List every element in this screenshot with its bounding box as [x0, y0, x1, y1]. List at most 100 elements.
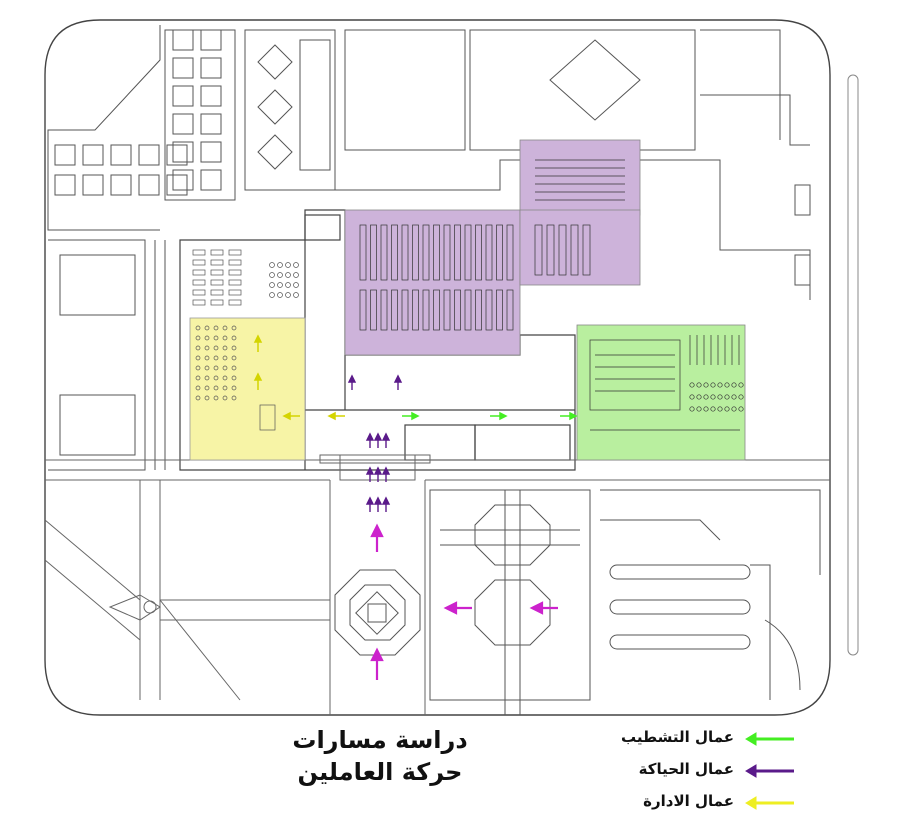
finishing-station — [703, 406, 709, 412]
column-block — [200, 57, 222, 79]
weaving-arrow — [381, 496, 391, 505]
weaving-arrow — [347, 374, 357, 383]
finishing-station — [717, 394, 723, 400]
weaving-arrow — [365, 432, 375, 441]
loom — [558, 224, 567, 276]
loom — [475, 224, 482, 281]
finishing-station — [696, 382, 702, 388]
office-seat — [213, 335, 219, 341]
zone-weaving-upper — [519, 139, 641, 216]
legend-arrow-icon — [745, 796, 794, 810]
loom — [433, 224, 440, 281]
weaving-arrow — [381, 466, 391, 475]
column-block — [200, 141, 222, 163]
finishing-station — [731, 406, 737, 412]
weaving-arrows — [347, 374, 403, 512]
desk — [259, 404, 276, 431]
finishing-station — [710, 406, 716, 412]
legend-item-weaving: عمال الحياكة — [560, 758, 800, 790]
finishing-station — [724, 406, 730, 412]
zone-weaving-main — [344, 209, 521, 356]
desk — [192, 279, 206, 286]
meeting-chair — [277, 272, 283, 278]
desk — [210, 299, 224, 306]
column-block — [200, 29, 222, 51]
weaving-arrow — [365, 466, 375, 475]
office-seat — [195, 375, 201, 381]
finishing-station — [724, 382, 730, 388]
meeting-chair — [285, 282, 291, 288]
finishing-line — [589, 339, 681, 411]
finishing-station — [689, 406, 695, 412]
meeting-chair — [277, 282, 283, 288]
office-seat — [195, 325, 201, 331]
column-block — [54, 144, 76, 166]
column-block — [54, 174, 76, 196]
legend-item-admin: عمال الادارة — [560, 790, 800, 822]
office-seat — [231, 385, 237, 391]
desk — [210, 249, 224, 256]
office-seat — [231, 375, 237, 381]
office-seat — [231, 395, 237, 401]
desk — [192, 289, 206, 296]
zone-admin — [189, 317, 306, 461]
office-seat — [231, 365, 237, 371]
loom — [359, 224, 367, 281]
office-seat — [213, 345, 219, 351]
column-block — [166, 144, 188, 166]
office-seat — [222, 375, 228, 381]
column-block — [82, 144, 104, 166]
loom — [443, 289, 451, 331]
building-top-left — [47, 25, 236, 231]
weaving-arrow — [373, 432, 383, 441]
column-block — [166, 174, 188, 196]
finishing-station — [738, 394, 744, 400]
column-block — [110, 144, 132, 166]
office-seat — [213, 375, 219, 381]
column-block — [138, 144, 160, 166]
office-seat — [231, 325, 237, 331]
office-seat — [204, 335, 210, 341]
weaving-machines — [359, 159, 625, 331]
zone-weaving-right — [519, 209, 641, 286]
finishing-station — [710, 394, 716, 400]
column-block — [200, 85, 222, 107]
loom — [370, 224, 377, 281]
weaving-arrow — [365, 496, 375, 505]
desk — [210, 279, 224, 286]
meeting-chair — [269, 282, 275, 288]
office-seat — [204, 325, 210, 331]
office-seat — [195, 335, 201, 341]
finishing-station — [696, 394, 702, 400]
admin-arrows — [253, 334, 345, 421]
legend-label: عمال الحياكة — [638, 760, 734, 778]
weaving-arrow — [373, 496, 383, 505]
office-seat — [195, 345, 201, 351]
column-block — [200, 113, 222, 135]
loom — [422, 224, 430, 281]
finishing-station — [710, 382, 716, 388]
loom — [401, 289, 409, 331]
legend-arrow-icon — [745, 764, 794, 778]
finishing-station — [689, 394, 695, 400]
loom — [454, 224, 461, 281]
office-seat — [213, 395, 219, 401]
column-block — [172, 85, 194, 107]
loom — [464, 224, 472, 281]
loom — [380, 289, 388, 331]
meeting-chair — [277, 262, 283, 268]
weaving-arrow — [393, 374, 403, 383]
legend-item-finishing: عمال التشطيب — [560, 726, 800, 758]
meeting-chair — [269, 262, 275, 268]
office-seat — [231, 355, 237, 361]
loom — [496, 224, 503, 281]
zone-finishing — [576, 324, 746, 461]
loom — [380, 224, 388, 281]
finishing-station — [696, 406, 702, 412]
office-seat — [195, 395, 201, 401]
weaving-arrow — [381, 432, 391, 441]
loom — [485, 224, 493, 281]
meeting-chair — [285, 262, 291, 268]
office-seat — [222, 385, 228, 391]
